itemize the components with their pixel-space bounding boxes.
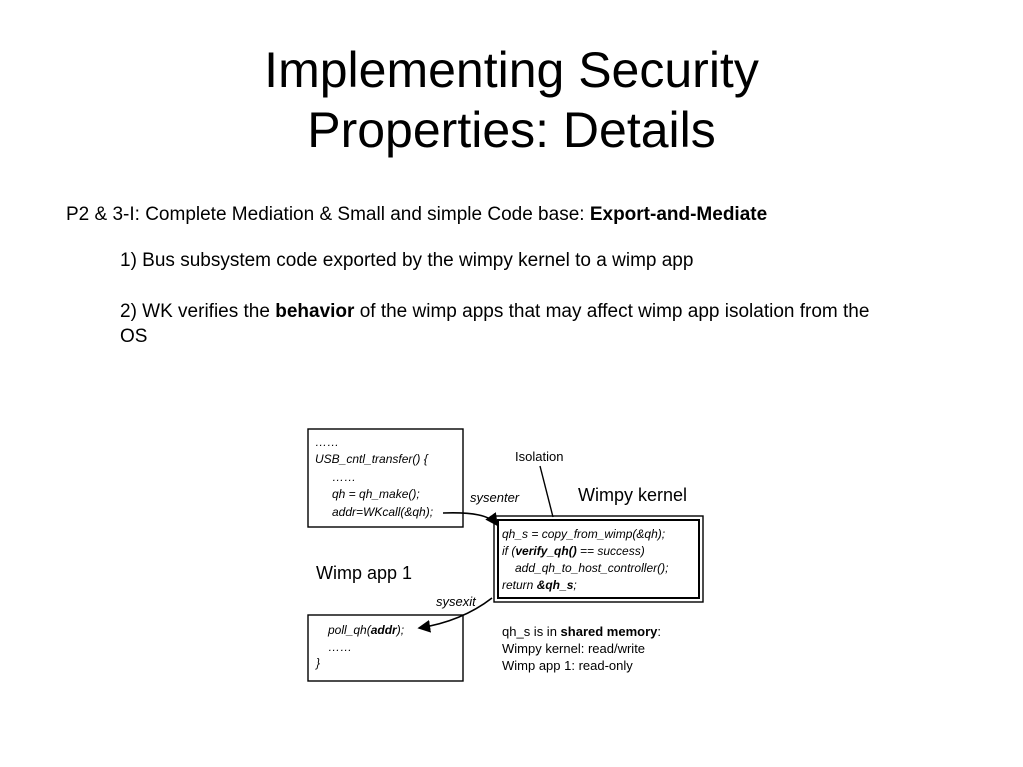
list-item-1: 1) Bus subsystem code exported by the wi… bbox=[120, 250, 694, 271]
poll-call-start: poll_qh( bbox=[327, 623, 373, 637]
subtitle: P2 & 3-I: Complete Mediation & Small and… bbox=[66, 204, 767, 226]
shared-memory-note-line-1: qh_s is in shared memory: bbox=[502, 624, 661, 639]
item2-text-end: of the wimp apps that may affect wimp ap… bbox=[120, 301, 870, 347]
note-text-start: qh_s is in bbox=[502, 624, 561, 639]
sysenter-label: sysenter bbox=[470, 490, 520, 505]
note-shared-memory: shared memory bbox=[561, 624, 659, 639]
title-line-1: Implementing Security bbox=[264, 42, 759, 98]
subtitle-text: P2 & 3-I: Complete Mediation & Small and… bbox=[66, 204, 590, 225]
wimpy-kernel-box-inner bbox=[497, 519, 700, 599]
sysexit-label: sysexit bbox=[436, 594, 477, 609]
wimp-app-code-box-top bbox=[307, 428, 464, 528]
slide-title: Implementing Security Properties: Detail… bbox=[0, 40, 1023, 160]
note-text-end: : bbox=[657, 624, 661, 639]
wimp-app-label: Wimp app 1 bbox=[316, 563, 412, 583]
subtitle-emphasis: Export-and-Mediate bbox=[589, 204, 768, 225]
isolation-pointer-line bbox=[539, 465, 554, 518]
kernel-code-line-2: if (verify_qh() == success) bbox=[502, 544, 645, 558]
sysexit-arrow bbox=[417, 597, 493, 633]
title-line-2: Properties: Details bbox=[307, 102, 716, 158]
kernel-if-start: if ( bbox=[502, 544, 517, 558]
wimpy-kernel-box-outer bbox=[493, 515, 704, 603]
bottom-code-line-2: …… bbox=[328, 640, 352, 654]
bottom-code-line-1: poll_qh(addr); bbox=[327, 623, 404, 637]
sysenter-arrow bbox=[442, 512, 498, 527]
wimp-app-code-box-bottom bbox=[307, 614, 464, 682]
isolation-label: Isolation bbox=[515, 449, 563, 464]
bottom-code-line-3: } bbox=[315, 656, 320, 670]
kernel-return-value: &qh_s bbox=[537, 578, 574, 592]
list-item-2: 2) WK verifies the behavior of the wimp … bbox=[120, 299, 880, 349]
top-code-line-5: addr=WKcall(&qh); bbox=[332, 505, 433, 519]
kernel-code-line-3: add_qh_to_host_controller(); bbox=[515, 561, 668, 575]
kernel-return-end: ; bbox=[573, 578, 576, 592]
top-code-line-1: …… bbox=[315, 435, 339, 449]
wimpy-kernel-label: Wimpy kernel bbox=[578, 485, 687, 505]
kernel-verify-call: verify_qh() bbox=[515, 544, 576, 558]
kernel-code-line-1: qh_s = copy_from_wimp(&qh); bbox=[502, 527, 665, 541]
kernel-return-start: return bbox=[502, 578, 537, 592]
shared-memory-note-line-2: Wimpy kernel: read/write bbox=[502, 641, 645, 656]
top-code-line-4: qh = qh_make(); bbox=[332, 487, 420, 501]
kernel-if-end: == success) bbox=[577, 544, 645, 558]
kernel-code-line-4: return &qh_s; bbox=[502, 578, 577, 592]
top-code-line-2: USB_cntl_transfer() { bbox=[315, 452, 429, 466]
shared-memory-note-line-3: Wimp app 1: read-only bbox=[502, 658, 633, 673]
item2-emphasis: behavior bbox=[275, 301, 355, 322]
top-code-line-3: …… bbox=[332, 470, 356, 484]
poll-call-end: ); bbox=[395, 623, 404, 637]
item2-text-start: 2) WK verifies the bbox=[120, 301, 276, 322]
poll-call-arg: addr bbox=[371, 623, 398, 637]
